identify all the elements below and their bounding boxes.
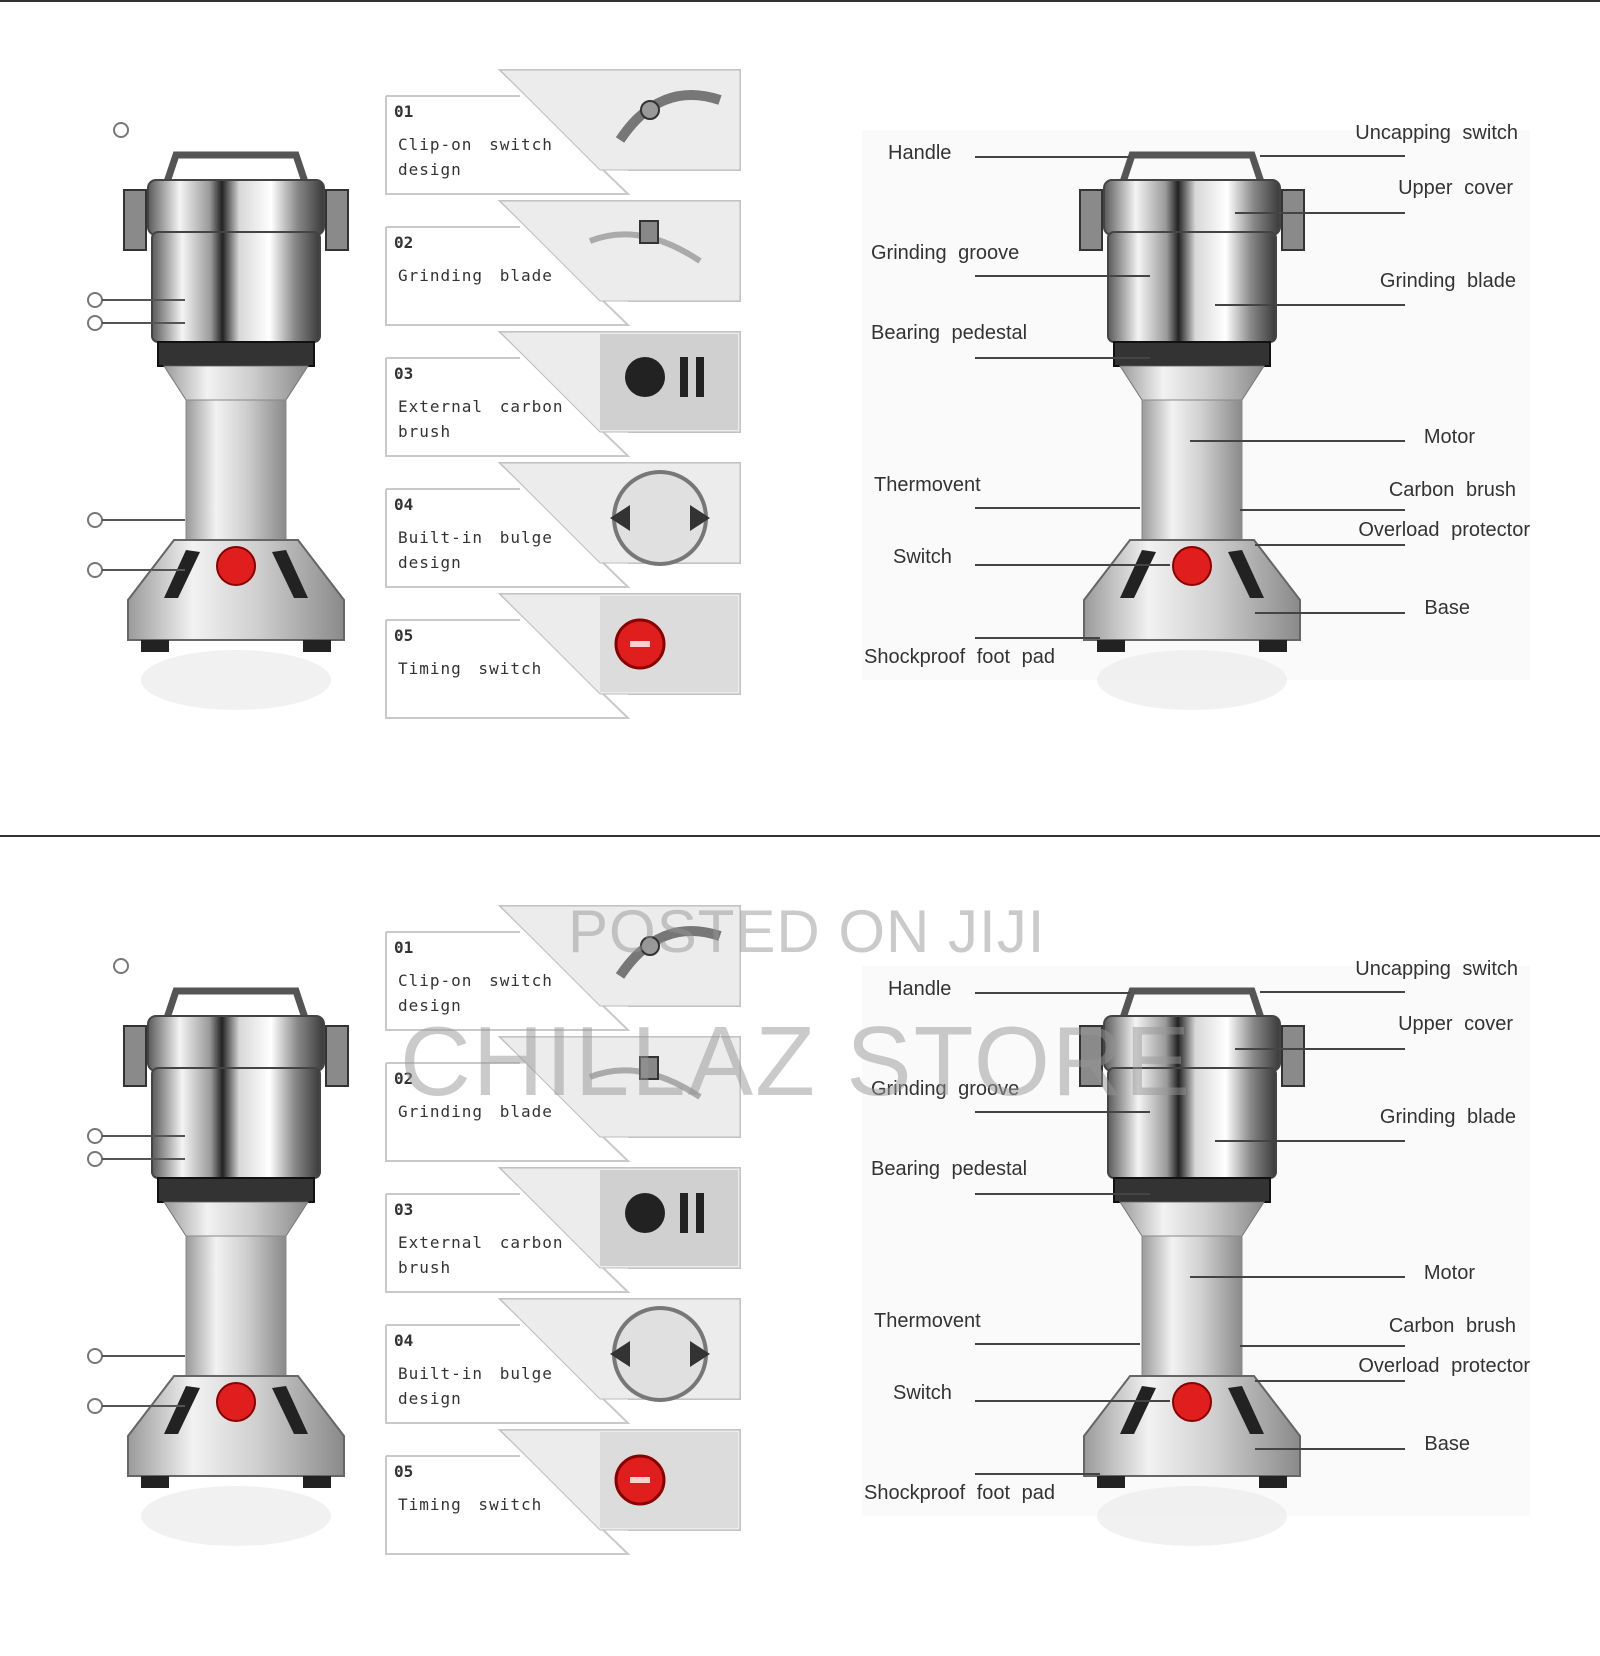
part-label: Bearing pedestal (871, 322, 1028, 344)
part-label: Overload protector (1358, 519, 1530, 541)
watermark-line-2: CHILLAZ STORE (400, 1006, 1193, 1116)
feature-label: Clip-on switch design (398, 135, 553, 179)
part-label: Upper cover (1398, 1013, 1513, 1035)
diagram-graphics (87, 905, 1530, 1555)
feature-label: Timing switch (398, 659, 543, 678)
feature-label: External carbon brush (398, 397, 564, 441)
feature-number: 01 (394, 938, 414, 957)
feature-label: Timing switch (398, 1495, 543, 1514)
feature-box-1 (385, 69, 741, 195)
part-label: Switch (893, 546, 952, 568)
feature-label: External carbon brush (398, 1233, 564, 1277)
feature-label: Clip-on switch design (398, 971, 553, 1015)
feature-box-2 (385, 1036, 741, 1162)
blade-closeup-icon (498, 1036, 741, 1138)
feature-box-3 (385, 331, 741, 457)
feature-box-5 (385, 1429, 741, 1555)
part-label: Bearing pedestal (871, 1158, 1028, 1180)
switch-knob (216, 546, 256, 586)
watermark-line-1: POSTED ON JIJI (568, 898, 1046, 965)
part-label: Uncapping switch (1355, 122, 1518, 144)
part-label: Upper cover (1398, 177, 1513, 199)
part-label: Grinding blade (1379, 1106, 1516, 1128)
part-label: Switch (893, 1382, 952, 1404)
feature-box-4 (385, 1298, 741, 1424)
feature-number: 02 (394, 1069, 414, 1088)
feature-label: Grinding blade (398, 1102, 553, 1121)
grinder-illustration (123, 151, 349, 710)
grinder-illustration (1079, 151, 1305, 710)
diagram-graphics (87, 69, 1530, 719)
feature-box-2 (385, 200, 741, 326)
feature-box-1 (385, 905, 741, 1031)
part-label: Grinding groove (871, 1078, 1020, 1100)
feature-number: 03 (394, 1200, 414, 1219)
feature-number: 01 (394, 102, 414, 121)
part-label: Uncapping switch (1355, 958, 1518, 980)
switch-knob (216, 1382, 256, 1422)
feature-label: Grinding blade (398, 266, 553, 285)
switch-knob (1172, 546, 1212, 586)
part-label: Overload protector (1358, 1355, 1530, 1377)
part-label: Thermovent (874, 474, 981, 496)
feature-box-5 (385, 593, 741, 719)
part-label: Thermovent (874, 1310, 981, 1332)
top-border (0, 0, 1600, 2)
feature-box-3 (385, 1167, 741, 1293)
part-label: Grinding blade (1379, 270, 1516, 292)
feature-box-4 (385, 462, 741, 588)
part-label: Carbon brush (1388, 1315, 1516, 1337)
switch-knob (1172, 1382, 1212, 1422)
feature-label: Built-in bulge design (398, 1364, 553, 1408)
part-label: Grinding groove (871, 242, 1020, 264)
feature-number: 02 (394, 233, 414, 252)
part-label: Handle (888, 142, 952, 164)
panel-divider (0, 835, 1600, 837)
part-label: Motor (1423, 426, 1475, 448)
part-label: Shockproof foot pad (864, 1482, 1056, 1504)
part-label: Base (1424, 1433, 1470, 1455)
feature-number: 05 (394, 1462, 414, 1481)
part-label: Base (1424, 597, 1470, 619)
feature-number: 05 (394, 626, 414, 645)
part-label: Shockproof foot pad (864, 646, 1056, 668)
feature-number: 04 (394, 1331, 414, 1350)
part-label: Motor (1423, 1262, 1475, 1284)
feature-number: 03 (394, 364, 414, 383)
part-label: Handle (888, 978, 952, 1000)
part-label: Carbon brush (1388, 479, 1516, 501)
feature-number: 04 (394, 495, 414, 514)
blade-closeup-icon (498, 200, 741, 302)
grinder-illustration (123, 987, 349, 1546)
feature-label: Built-in bulge design (398, 528, 553, 572)
